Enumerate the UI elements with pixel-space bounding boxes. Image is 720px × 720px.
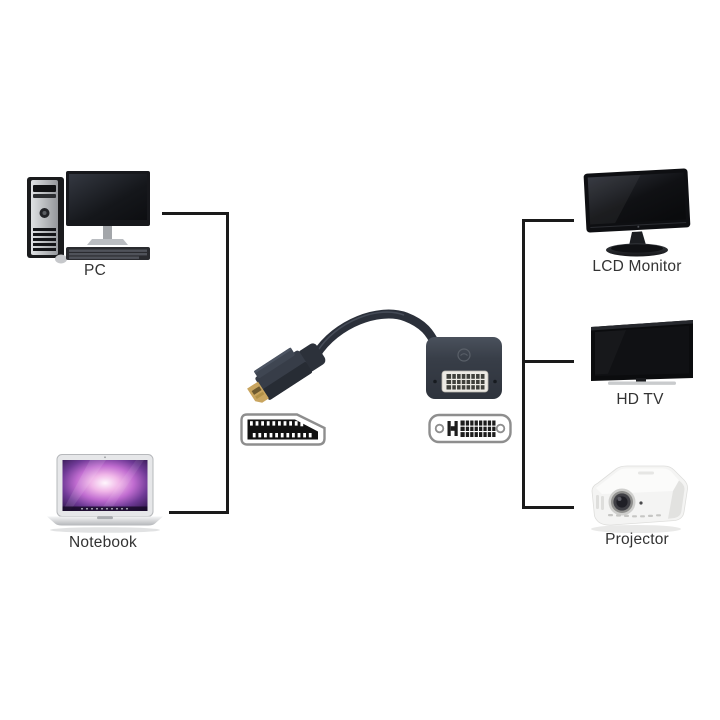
hdtv-stand	[608, 378, 676, 385]
connector-line-lcd-monitor	[522, 219, 574, 222]
projector-label: Projector	[605, 531, 669, 548]
dvi-analog-pins	[447, 421, 458, 436]
lcd-monitor-stand	[606, 231, 668, 257]
projector-ir-dot	[639, 501, 643, 505]
pc-tower	[27, 177, 64, 258]
pc-monitor	[66, 171, 150, 245]
connector-line-left-vertical	[226, 212, 229, 514]
notebook-base	[47, 516, 163, 533]
lcd-monitor-label: LCD Monitor	[592, 258, 682, 275]
lcd-monitor-image	[578, 166, 696, 263]
adapter-dvi-end	[426, 337, 502, 399]
displayport-port-icon	[239, 412, 327, 447]
hdtv-panel	[591, 320, 693, 381]
connector-line-notebook	[169, 511, 229, 514]
projector-image	[578, 458, 696, 538]
dvi-screw-right	[495, 423, 506, 434]
hd-tv-label: HD TV	[616, 391, 664, 408]
dvi-port-icon	[427, 410, 513, 447]
displayport-pins	[250, 421, 312, 438]
notebook-camera-dot	[104, 456, 106, 459]
connector-line-projector	[522, 506, 574, 509]
hd-tv-image	[586, 315, 698, 395]
adapter-cable-highlight	[316, 311, 405, 353]
notebook-image	[40, 453, 170, 538]
projector-vents	[608, 514, 661, 518]
pc-image	[22, 168, 154, 268]
projector-lens	[608, 488, 636, 516]
projector-body	[591, 465, 688, 533]
dvi-screw-left	[434, 423, 445, 434]
adapter-cable	[311, 309, 441, 360]
pc-label: PC	[84, 262, 106, 279]
pc-keyboard	[66, 247, 150, 260]
lcd-monitor-screen	[583, 168, 691, 233]
projector-side-vent	[596, 495, 604, 510]
notebook-label: Notebook	[69, 534, 137, 551]
adapter-dvi-pin-grid	[446, 374, 485, 390]
adapter-dp-plug	[247, 343, 326, 403]
dvi-pin-grid	[460, 420, 496, 437]
connector-line-pc	[162, 212, 229, 215]
adapter-image	[240, 295, 510, 407]
connector-line-hd-tv	[522, 360, 574, 363]
notebook-screen	[56, 454, 154, 517]
pc-mouse	[55, 254, 67, 264]
connector-line-right-vertical	[522, 219, 525, 509]
